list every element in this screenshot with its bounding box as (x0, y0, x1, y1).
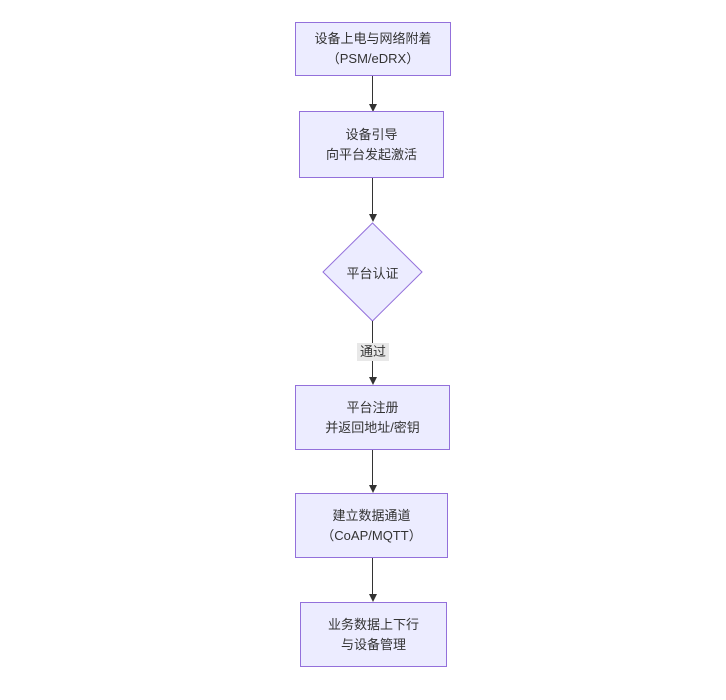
arrowhead-icon (368, 214, 377, 222)
decision-label: 平台认证 (346, 265, 399, 281)
flow-arrow-down (368, 76, 377, 112)
arrow-line (372, 178, 373, 215)
node-text-line: 向平台发起激活 (325, 146, 417, 162)
flow-node-data-channel: 建立数据通道 （CoAP/MQTT） (295, 493, 448, 558)
flow-node-power-network-attach: 设备上电与网络附着 （PSM/eDRX） (295, 22, 451, 76)
node-text-line: 与设备管理 (340, 636, 406, 652)
flow-arrow-down (368, 450, 377, 493)
node-text-line: 并返回地址/密钥 (325, 419, 420, 435)
node-text-line: 业务数据上下行 (327, 616, 419, 632)
node-text-line: （CoAP/MQTT） (321, 527, 422, 543)
arrow-line (372, 76, 373, 105)
flow-arrow-down (368, 558, 377, 602)
flow-decision-platform-auth: 平台认证 (322, 222, 423, 322)
flow-arrow-down (368, 178, 377, 222)
node-text-line: 设备引导 (345, 126, 398, 142)
node-text-line: 平台注册 (346, 399, 399, 415)
flow-node-business-data-management: 业务数据上下行 与设备管理 (300, 602, 447, 667)
arrowhead-icon (368, 377, 377, 385)
arrowhead-icon (368, 104, 377, 112)
node-text-line: 设备上电与网络附着 (314, 31, 432, 46)
node-text-line: （PSM/eDRX） (326, 51, 420, 66)
flow-node-device-bootstrap: 设备引导 向平台发起激活 (299, 111, 444, 178)
arrowhead-icon (368, 594, 377, 602)
arrow-line (372, 450, 373, 486)
node-text-line: 建立数据通道 (332, 507, 411, 523)
flow-node-platform-register: 平台注册 并返回地址/密钥 (295, 385, 450, 450)
arrow-line (372, 558, 373, 595)
edge-label-pass: 通过 (356, 343, 390, 361)
arrowhead-icon (368, 485, 377, 493)
